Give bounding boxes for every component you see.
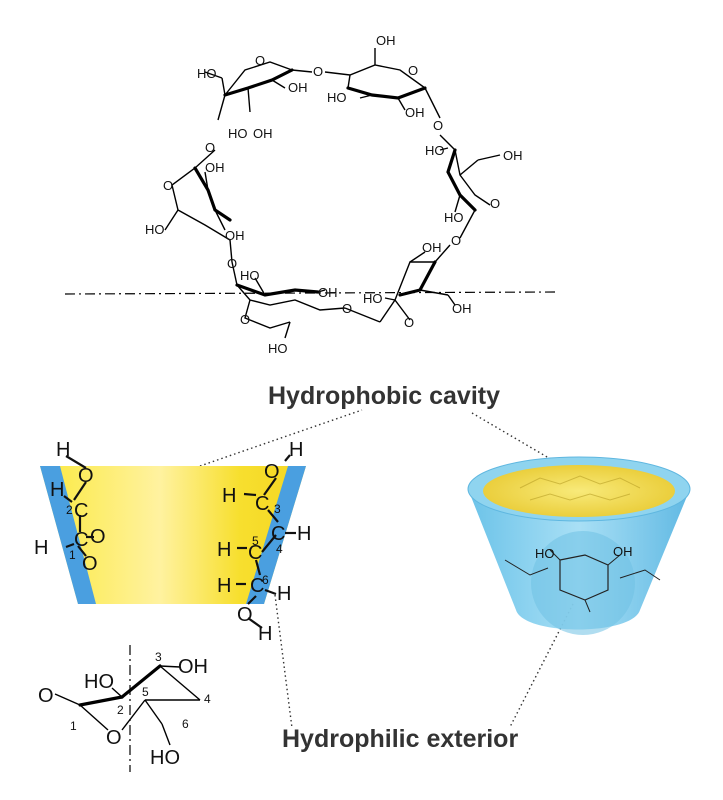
truncated-cone-diagram: H O H C 2 C O 1 H O H O H C 3 C 4 H H C … xyxy=(34,439,311,645)
oh-label: OH xyxy=(452,301,472,316)
ho-label: HO xyxy=(228,126,248,141)
chair-ho-2: HO xyxy=(84,671,114,693)
glucose-unit-bottom xyxy=(235,277,381,339)
atom-o: O xyxy=(237,604,253,626)
oh-label: OH xyxy=(422,240,442,255)
atom-h: H xyxy=(297,523,311,545)
ho-label: HO xyxy=(268,341,288,356)
atom-c2: C xyxy=(74,500,88,522)
carbon-number-3: 3 xyxy=(274,502,281,516)
bowl-inner-cavity xyxy=(483,465,675,517)
cyclodextrin-bowl-3d: HO OH xyxy=(467,456,691,635)
oh-label: OH xyxy=(205,160,225,175)
chair-number-6: 6 xyxy=(182,717,189,731)
ho-label: HO xyxy=(327,90,347,105)
cone-yellow-body xyxy=(40,466,306,604)
oh-label: OH xyxy=(253,126,273,141)
cavity-leader-line-right xyxy=(471,412,584,479)
carbon-number-4: 4 xyxy=(276,542,283,556)
carbon-number-5: 5 xyxy=(252,534,259,548)
atom-h: H xyxy=(50,479,64,501)
ring-oxygen-label: O xyxy=(408,63,418,78)
atom-c3: C xyxy=(255,493,269,515)
atom-o: O xyxy=(82,553,98,575)
symmetry-axis-line xyxy=(64,291,556,295)
glucose-unit-bottom-right xyxy=(379,244,456,323)
bowl-glucose-ring xyxy=(559,554,609,601)
carbon-number-2: 2 xyxy=(66,503,73,517)
glycosidic-oxygen-label: O xyxy=(227,256,237,271)
ho-label: HO xyxy=(363,291,383,306)
ring-oxygen-label: O xyxy=(490,196,500,211)
chair-oxygen-left: O xyxy=(38,685,54,707)
chair-number-4: 4 xyxy=(204,692,211,706)
chair-number-5: 5 xyxy=(142,685,149,699)
glucose-unit-right xyxy=(439,134,501,239)
oh-label: OH xyxy=(503,148,523,163)
ho-label: HO xyxy=(145,222,165,237)
cavity-leader-line-left xyxy=(199,409,363,467)
oh-label: OH xyxy=(288,80,308,95)
ring-oxygen-label: O xyxy=(163,178,173,193)
atom-c4: C xyxy=(271,523,285,545)
chair-number-2: 2 xyxy=(117,703,124,717)
ho-label: HO xyxy=(444,210,464,225)
chair-ho-6: HO xyxy=(150,747,180,769)
glycosidic-oxygen-label: O xyxy=(342,301,352,316)
atom-h: H xyxy=(217,575,231,597)
glycosidic-oxygen-label: O xyxy=(451,233,461,248)
carbon-number-6: 6 xyxy=(262,573,269,587)
oh-label: OH xyxy=(318,285,338,300)
hydrophobic-cavity-label: Hydrophobic cavity xyxy=(268,382,500,410)
ring-oxygen-label: O xyxy=(404,315,414,330)
atom-o: O xyxy=(78,465,94,487)
hydrophilic-exterior-label: Hydrophilic exterior xyxy=(282,725,518,753)
atom-c6: C xyxy=(250,575,264,597)
bowl-ho-label: HO xyxy=(535,546,555,561)
atom-o: O xyxy=(264,461,280,483)
oh-label: OH xyxy=(376,33,396,48)
glucose-unit-top-right xyxy=(324,48,441,119)
glucose-chair-conformation: O HO OH O HO 1 2 3 4 5 6 xyxy=(38,645,211,772)
glycosidic-oxygen-label: O xyxy=(205,140,215,155)
atom-h: H xyxy=(34,537,48,559)
ring-oxygen-label: O xyxy=(255,53,265,68)
glycosidic-oxygen-label: O xyxy=(313,64,323,79)
glucose-unit-top-left xyxy=(204,61,313,121)
atom-o: O xyxy=(90,526,106,548)
atom-h: H xyxy=(56,439,70,461)
ho-label: HO xyxy=(240,268,260,283)
atom-h: H xyxy=(289,439,303,461)
atom-h: H xyxy=(222,485,236,507)
glucose-unit-left xyxy=(164,149,238,286)
oh-label: OH xyxy=(225,228,245,243)
atom-h: H xyxy=(217,539,231,561)
exterior-leader-line-left xyxy=(274,594,293,729)
atom-h: H xyxy=(277,583,291,605)
cone-blue-left-edge xyxy=(40,466,96,604)
chair-number-1: 1 xyxy=(70,719,77,733)
bowl-oh-label: OH xyxy=(613,544,633,559)
atom-c1: C xyxy=(74,529,88,551)
ho-label: HO xyxy=(197,66,217,81)
carbon-number-1: 1 xyxy=(69,548,76,562)
atom-h: H xyxy=(258,623,272,645)
chair-oh-3: OH xyxy=(178,656,208,678)
oh-label: OH xyxy=(405,105,425,120)
chair-number-3: 3 xyxy=(155,650,162,664)
cyclodextrin-ring-structure: HO O OH HO OH O OH O HO OH O xyxy=(64,33,556,356)
ho-label: HO xyxy=(425,143,445,158)
chair-ring-oxygen: O xyxy=(106,727,122,749)
atom-c5: C xyxy=(248,542,262,564)
ring-oxygen-label: O xyxy=(240,312,250,327)
glycosidic-oxygen-label: O xyxy=(433,118,443,133)
